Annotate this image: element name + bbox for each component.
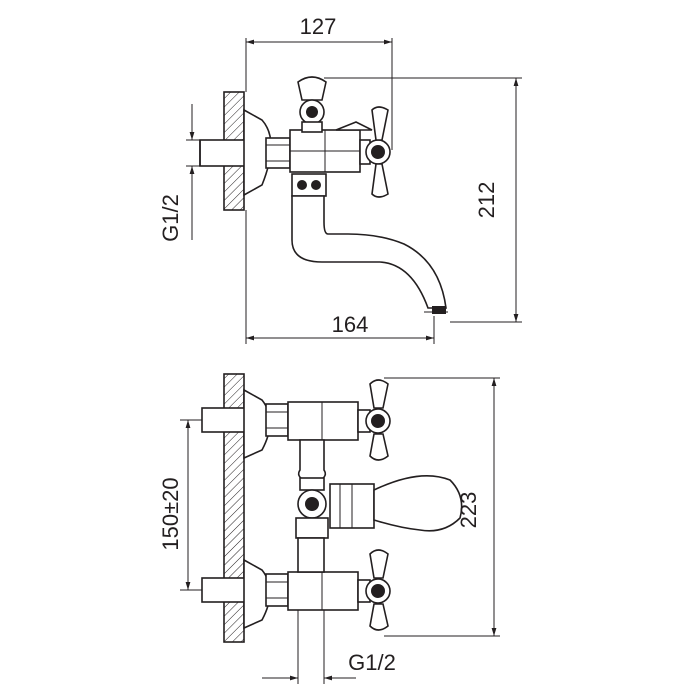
dim-thread-bottom [262,610,356,684]
dim-212 [324,77,522,323]
nut-top [265,137,291,169]
cross-handle-upper-front [365,379,391,461]
dim-label-thread-bottom: G1/2 [348,650,396,675]
spout-coupling-top [291,173,327,197]
valve-lower-front [287,571,371,611]
spout-top [291,195,447,309]
dim-150 [180,419,202,591]
dim-label-212: 212 [474,182,499,219]
cross-handle-top [359,106,391,198]
dim-label-127: 127 [300,14,337,39]
shower-holder-top [297,76,327,133]
aerator-top [432,306,446,314]
dim-164 [245,210,435,344]
dim-label-thread-top: G1/2 [158,194,183,242]
dim-label-150: 150±20 [158,477,183,550]
inlet-lower-front [201,558,289,630]
diverter-lever-front [329,475,463,532]
wall-hatch-front [223,373,245,643]
cross-handle-lower-front [365,549,391,631]
dim-label-164: 164 [332,312,369,337]
dim-127 [245,38,393,150]
valve-upper-front [287,401,371,441]
diverter-top [335,121,373,131]
shower-holder-front [295,439,329,573]
front-view: 223 150±20 G1/2 [158,373,500,684]
inlet-pipe-top [199,139,247,167]
dim-223 [384,377,500,637]
dim-thread-top [186,104,200,240]
dim-label-223: 223 [456,492,481,529]
side-view: 127 164 212 G1/2 [158,14,522,344]
inlet-upper-front [201,388,289,460]
